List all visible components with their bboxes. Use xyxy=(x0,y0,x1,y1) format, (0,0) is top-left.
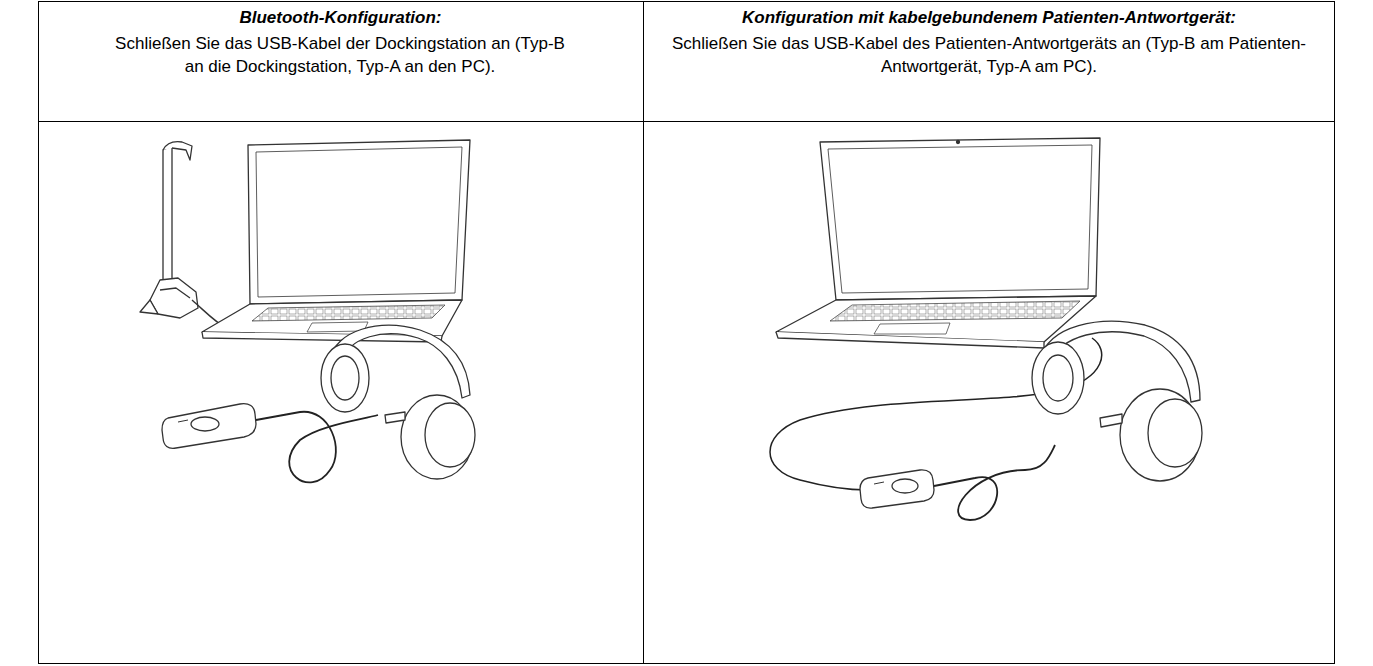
column-heading: Konfiguration mit kabelgebundenem Patien… xyxy=(653,6,1325,29)
instruction-text: Schließen Sie das USB-Kabel des Patiente… xyxy=(663,32,1315,78)
instruction-text: Schließen Sie das USB-Kabel der Dockings… xyxy=(110,32,570,78)
laptop xyxy=(776,138,1100,348)
headset xyxy=(1032,321,1202,481)
patient-response-device xyxy=(860,470,934,508)
headset xyxy=(321,325,475,479)
headset-cable xyxy=(934,445,1055,520)
table-grid xyxy=(39,2,1335,664)
docking-station xyxy=(140,142,198,318)
usb-cable xyxy=(770,338,1102,490)
laptop xyxy=(202,140,470,342)
headset-cable xyxy=(256,412,378,483)
patient-response-device xyxy=(162,404,256,449)
column-heading: Bluetooth-Konfiguration: xyxy=(48,6,633,29)
